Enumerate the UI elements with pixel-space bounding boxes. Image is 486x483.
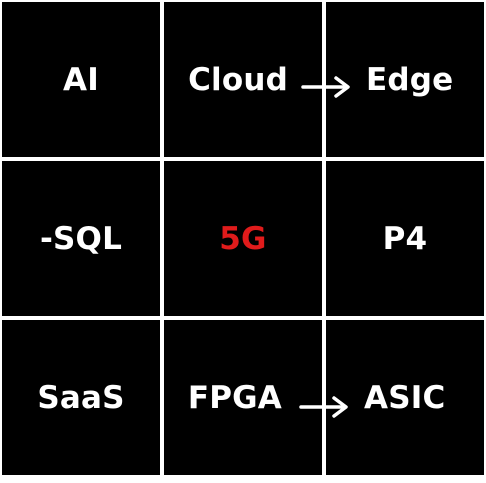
cell-label: 5G — [219, 220, 267, 257]
cell-label: ASIC — [364, 379, 446, 416]
cell-fpga: FPGA — [164, 320, 322, 475]
cell-5g: 5G — [164, 161, 322, 316]
arrow-right-icon — [298, 392, 354, 422]
cell-asic: ASIC — [326, 320, 484, 475]
cell-label: P4 — [382, 220, 428, 257]
cell-ai: AI — [2, 2, 160, 157]
cell-cloud: Cloud — [164, 2, 322, 157]
cell-saas: SaaS — [2, 320, 160, 475]
cell-p4: P4 — [326, 161, 484, 316]
cell-label: -SQL — [39, 220, 123, 257]
cell-label: Edge — [366, 61, 454, 98]
cell-label: Cloud — [188, 61, 288, 98]
arrow-right-icon — [300, 72, 356, 102]
cell-sql: -SQL — [2, 161, 160, 316]
cell-label: FPGA — [187, 379, 282, 416]
cell-label: SaaS — [37, 379, 125, 416]
cell-label: AI — [63, 61, 99, 98]
cell-edge: Edge — [326, 2, 484, 157]
